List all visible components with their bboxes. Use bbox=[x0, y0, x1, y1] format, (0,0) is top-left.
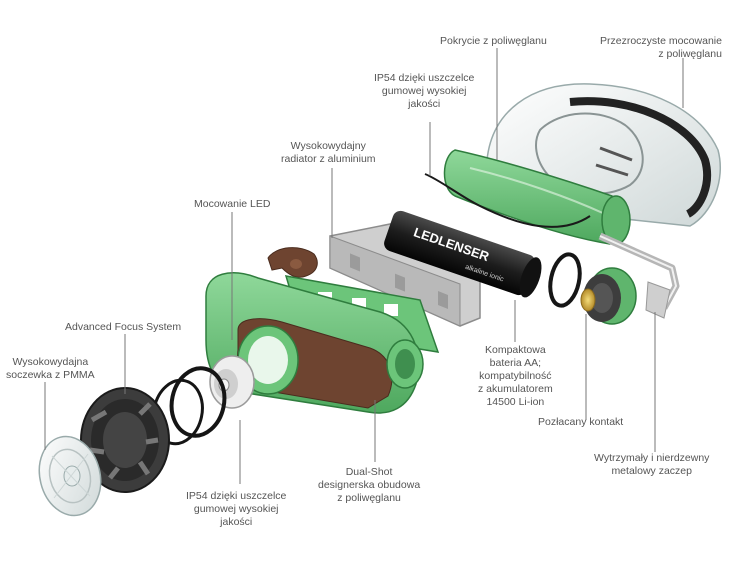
label-ip54-bottom-line: jakości bbox=[220, 516, 253, 528]
label-housing-line: z poliwęglanu bbox=[337, 492, 401, 504]
label-polycarbonate-cover-line: Pokrycie z poliwęglanu bbox=[440, 35, 547, 47]
label-housing-line: Dual-Shot bbox=[345, 466, 393, 478]
label-lens-line: Wysokowydajna bbox=[12, 356, 89, 368]
label-radiator-line: Wysokowydajny bbox=[290, 140, 366, 152]
label-ip54-top-line: gumowej wysokiej bbox=[381, 85, 467, 97]
label-lens-line: soczewka z PMMA bbox=[6, 369, 95, 381]
pmma-lens bbox=[38, 435, 102, 517]
label-battery-line: kompatybilność bbox=[479, 370, 552, 382]
label-battery-line: bateria AA; bbox=[489, 357, 542, 369]
label-transparent-mount-line: z poliwęglanu bbox=[658, 48, 722, 60]
label-radiator-line: radiator z aluminium bbox=[281, 153, 376, 165]
led-mount-part bbox=[267, 247, 318, 278]
label-housing-line: designerska obudowa bbox=[318, 479, 421, 491]
label-ip54-bottom-line: gumowej wysokiej bbox=[193, 503, 279, 515]
label-gold-contact-line: Pozłacany kontakt bbox=[538, 416, 624, 428]
label-led-mount-line: Mocowanie LED bbox=[194, 198, 271, 210]
label-steel-clip-line: Wytrzymały i nierdzewny bbox=[594, 452, 710, 464]
advanced-focus-ring bbox=[80, 387, 170, 493]
label-battery-line: z akumulatorem bbox=[478, 383, 553, 395]
dual-shot-housing bbox=[205, 272, 424, 414]
label-led-mount: Mocowanie LED bbox=[194, 198, 270, 211]
label-ip54-bottom-line: IP54 dzięki uszczelce bbox=[186, 490, 287, 502]
label-transparent-mount-line: Przezroczyste mocowanie bbox=[600, 35, 722, 47]
led-holder bbox=[209, 355, 255, 409]
upper-gasket bbox=[424, 173, 591, 228]
label-ip54-top-line: jakości bbox=[408, 98, 441, 110]
steel-clip bbox=[598, 232, 680, 319]
gold-contact bbox=[580, 288, 596, 312]
label-ip54-top-line: IP54 dzięki uszczelce bbox=[374, 72, 475, 84]
battery-o-ring bbox=[548, 252, 582, 308]
label-focus-system-line: Advanced Focus System bbox=[65, 321, 182, 333]
label-steel-clip-line: metalowy zaczep bbox=[611, 465, 692, 477]
label-battery-line: Kompaktowa bbox=[485, 344, 546, 356]
label-polycarbonate-cover: Pokrycie z poliwęglanu bbox=[440, 35, 547, 48]
label-gold-contact: Pozłacany kontakt bbox=[538, 416, 623, 429]
label-focus-system: Advanced Focus System bbox=[65, 321, 181, 334]
end-cap bbox=[580, 267, 637, 325]
label-battery-line: 14500 Li-ion bbox=[486, 396, 545, 408]
